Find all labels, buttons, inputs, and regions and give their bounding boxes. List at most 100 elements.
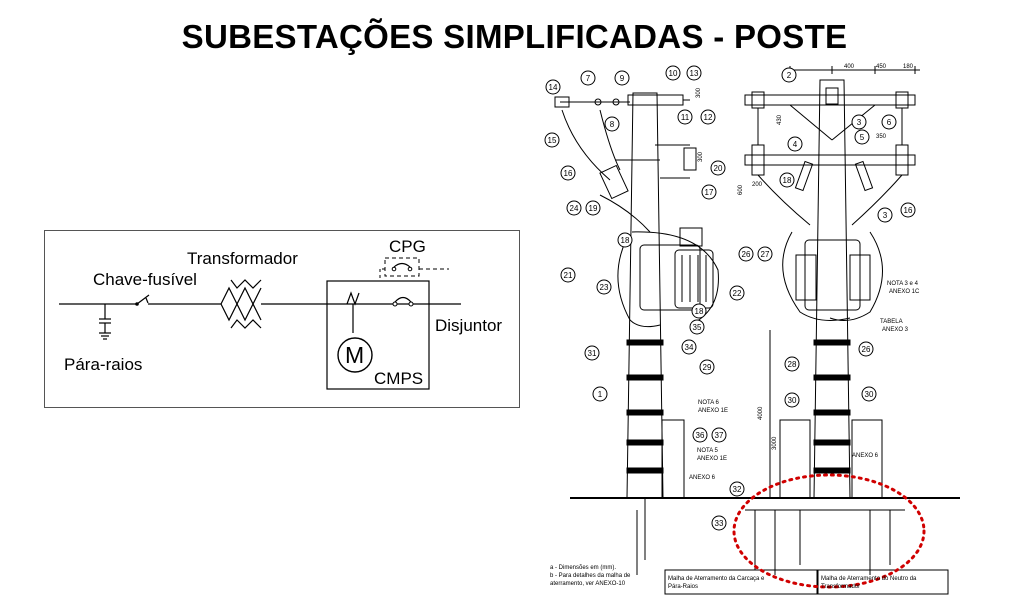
callout-marker: 6 bbox=[881, 114, 897, 130]
drawing-annotation: 16 bbox=[564, 169, 573, 178]
single-line-schematic: Transformador Chave-fusível Pára-raios C… bbox=[44, 230, 520, 408]
drawing-annotation: 26 bbox=[862, 345, 871, 354]
drawing-annotation: NOTA 5 bbox=[697, 448, 719, 454]
drawing-annotation: a - Dimensões em (mm). bbox=[550, 565, 616, 571]
drawing-annotation: 22 bbox=[733, 289, 742, 298]
drawing-annotation: 26 bbox=[742, 250, 751, 259]
callout-left: 14 bbox=[545, 79, 561, 95]
drawing-annotation: ANEXO 3 bbox=[882, 327, 909, 333]
drawing-annotation: 18 bbox=[621, 236, 630, 245]
drawing-annotation: 33 bbox=[715, 519, 724, 528]
drawing-annotation: 37 bbox=[715, 431, 724, 440]
motor-symbol: M bbox=[345, 342, 365, 368]
drawing-annotation: 18 bbox=[783, 176, 792, 185]
callout-marker: 3 bbox=[877, 207, 893, 223]
drawing-annotation: 6 bbox=[887, 118, 892, 127]
drawing-annotation: 450 bbox=[876, 64, 887, 70]
drawing-annotation: 350 bbox=[876, 134, 887, 140]
drawing-annotation: 10 bbox=[669, 69, 678, 78]
drawing-annotation: aterramento, ver ANEXO-10 bbox=[550, 581, 626, 587]
drawing-annotation: Malha de Aterramento da Carcaça e bbox=[668, 576, 765, 582]
drawing-annotation: 8 bbox=[610, 120, 615, 129]
callout-marker: 23 bbox=[596, 279, 612, 295]
drawing-annotation: 34 bbox=[685, 343, 694, 352]
callout-marker: 26 bbox=[738, 246, 754, 262]
callout-marker: 20 bbox=[710, 160, 726, 176]
callout-marker: 34 bbox=[681, 339, 697, 355]
callout-marker: 2 bbox=[781, 67, 797, 83]
drawing-annotation: 16 bbox=[904, 206, 913, 215]
drawing-annotation: 24 bbox=[570, 204, 579, 213]
callout-marker: 3 bbox=[851, 114, 867, 130]
drawing-annotation: 21 bbox=[564, 271, 573, 280]
drawing-annotation: ANEXO 6 bbox=[689, 475, 716, 481]
callout-marker: 32 bbox=[729, 481, 745, 497]
drawing-annotation: 23 bbox=[600, 283, 609, 292]
drawing-annotation: 180 bbox=[903, 64, 914, 70]
drawing-annotation: 4000 bbox=[758, 406, 764, 420]
drawing-annotation: 600 bbox=[738, 184, 744, 195]
callout-marker: 27 bbox=[757, 246, 773, 262]
transformer-label: Transformador bbox=[187, 249, 298, 268]
drawing-annotation: 12 bbox=[704, 113, 713, 122]
callout-marker: 28 bbox=[784, 356, 800, 372]
drawing-annotation: b - Para detalhes da malha de bbox=[550, 573, 631, 579]
drawing-annotation: NOTA 3 e 4 bbox=[887, 281, 919, 287]
drawing-annotation: NOTA 6 bbox=[698, 400, 720, 406]
drawing-annotation: 17 bbox=[705, 188, 714, 197]
drawing-annotation: 11 bbox=[681, 113, 690, 122]
callout-marker: 30 bbox=[784, 392, 800, 408]
drawing-annotation: 36 bbox=[696, 431, 705, 440]
callout-marker: 7 bbox=[580, 70, 596, 86]
drawing-annotation: 9 bbox=[620, 74, 625, 83]
callout-marker: 15 bbox=[544, 132, 560, 148]
drawing-annotation: ANEXO 1E bbox=[697, 456, 727, 462]
callout-marker: 5 bbox=[854, 129, 870, 145]
drawing-annotation: 15 bbox=[548, 136, 557, 145]
callout-marker: 18 bbox=[691, 303, 707, 319]
drawing-annotation: ANEXO 1C bbox=[889, 289, 920, 295]
callout-marker: 13 bbox=[686, 65, 702, 81]
drawing-annotation: 2 bbox=[787, 71, 792, 80]
drawing-annotation: TABELA bbox=[880, 319, 903, 325]
drawing-annotation: 3000 bbox=[772, 436, 778, 450]
drawing-annotation: 5 bbox=[860, 133, 865, 142]
callout-marker: 33 bbox=[711, 515, 727, 531]
callout-marker: 18 bbox=[617, 232, 633, 248]
callout-marker: 1 bbox=[592, 386, 608, 402]
callout-marker: 16 bbox=[900, 202, 916, 218]
grounding-highlight bbox=[732, 473, 926, 589]
drawing-annotation: 300 bbox=[696, 87, 702, 98]
drawing-annotation: 1 bbox=[598, 390, 603, 399]
callout-marker: 36 bbox=[692, 427, 708, 443]
drawing-annotation: 400 bbox=[844, 64, 855, 70]
callout-marker: 19 bbox=[585, 200, 601, 216]
callout-marker: 8 bbox=[604, 116, 620, 132]
cpg-label: CPG bbox=[389, 237, 426, 256]
drawing-annotation: 32 bbox=[733, 485, 742, 494]
callout-marker: 22 bbox=[729, 285, 745, 301]
schematic-lines bbox=[59, 257, 461, 390]
callout-marker: 9 bbox=[614, 70, 630, 86]
drawing-annotation: 200 bbox=[752, 182, 763, 188]
breaker-label: Disjuntor bbox=[435, 316, 503, 335]
drawing-annotation: 300 bbox=[698, 151, 704, 162]
callout-marker: 4 bbox=[787, 136, 803, 152]
callout-marker: 31 bbox=[584, 345, 600, 361]
callout-marker: 24 bbox=[566, 200, 582, 216]
callout-marker: 26 bbox=[858, 341, 874, 357]
drawing-annotation: ANEXO 6 bbox=[852, 453, 879, 459]
drawing-annotation: 4 bbox=[793, 140, 798, 149]
fuse-switch-label: Chave-fusível bbox=[93, 270, 197, 289]
drawing-annotation: 30 bbox=[865, 390, 874, 399]
drawing-annotation: 14 bbox=[549, 83, 558, 92]
callout-marker: 18 bbox=[779, 172, 795, 188]
drawing-annotation: 3 bbox=[857, 118, 862, 127]
drawing-annotation: 430 bbox=[777, 114, 783, 125]
surge-arrester-label: Pára-raios bbox=[64, 355, 143, 374]
drawing-annotation: 30 bbox=[788, 396, 797, 405]
cmps-label: CMPS bbox=[374, 369, 424, 388]
drawing-annotation: 18 bbox=[695, 307, 704, 316]
callout-marker: 16 bbox=[560, 165, 576, 181]
drawing-annotation: ANEXO 1E bbox=[698, 408, 728, 414]
